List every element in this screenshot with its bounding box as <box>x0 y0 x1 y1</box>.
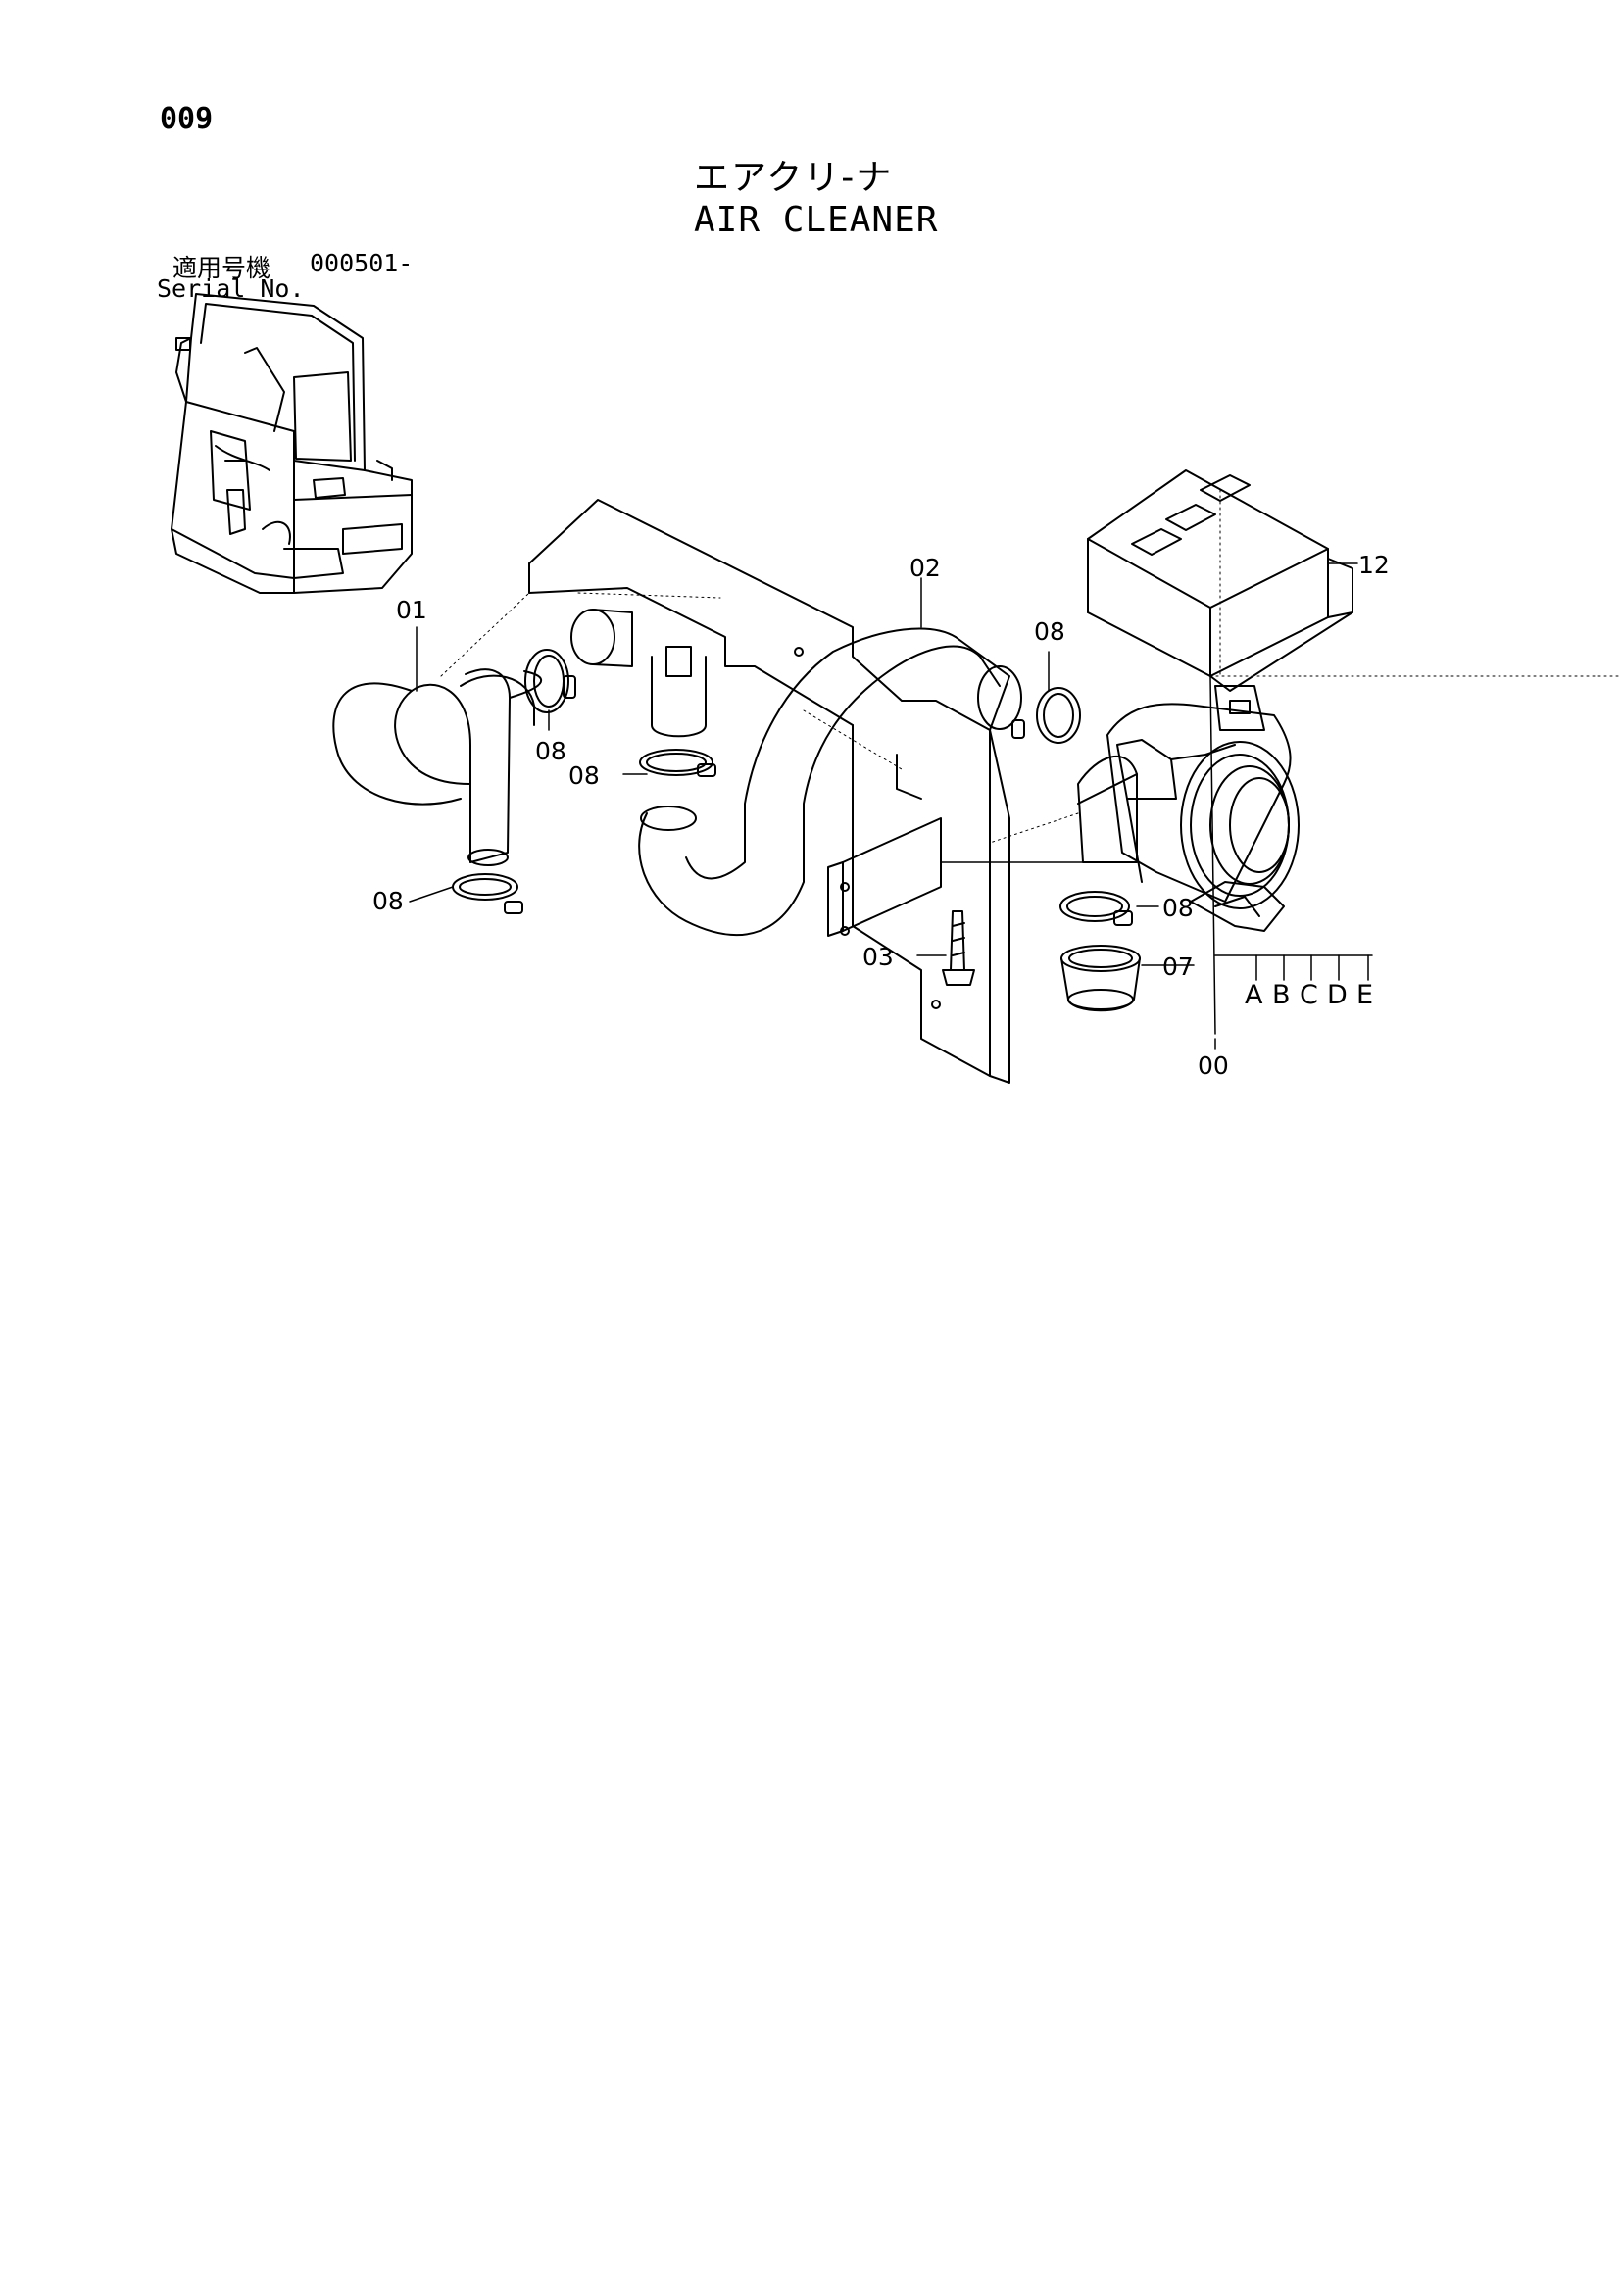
mounting-bracket <box>528 499 1010 1084</box>
callout-07: 07 <box>1162 953 1194 981</box>
page-number: 009 <box>160 102 214 136</box>
hose-clamp-lower-right <box>1059 891 1133 926</box>
serial-number-value: 000501- <box>310 249 414 277</box>
cover-12 <box>1087 469 1353 692</box>
hose-clamp-center <box>639 749 716 777</box>
bracket-outlet-pipe <box>651 646 707 738</box>
variant-label-e: E <box>1356 980 1374 1010</box>
serial-label-japanese: 適用号機 <box>172 254 271 282</box>
air-cleaner-assembly-00 <box>1077 685 1300 932</box>
callout-08-center: 08 <box>568 761 600 790</box>
bolt-03 <box>942 910 975 986</box>
dotted-guide-lines <box>440 489 1622 844</box>
variant-label-d: D <box>1327 980 1348 1010</box>
callout-01: 01 <box>396 596 427 624</box>
callout-12: 12 <box>1358 551 1390 579</box>
callout-08-lower-left: 08 <box>372 887 404 915</box>
variant-label-a: A <box>1245 980 1263 1010</box>
excavator-thumbnail-icon <box>171 293 413 594</box>
title-english: AIR CLEANER <box>694 200 939 240</box>
hose-01 <box>332 668 543 866</box>
hose-clamp-upper-right <box>1011 687 1081 744</box>
title-japanese: エアクリ-ナ <box>694 158 894 198</box>
intake-pipe <box>570 609 633 667</box>
variant-label-b: B <box>1272 980 1291 1010</box>
hose-clamp-upper-left <box>524 649 576 713</box>
variant-label-c: C <box>1300 980 1318 1010</box>
callout-08-upper-right: 08 <box>1034 617 1065 646</box>
callout-00: 00 <box>1198 1051 1229 1080</box>
callout-03: 03 <box>862 943 894 971</box>
dust-cup-07 <box>1060 945 1141 1012</box>
leader-lines <box>409 562 1373 1050</box>
callout-02: 02 <box>909 554 941 582</box>
hose-02 <box>638 627 1022 937</box>
callout-08-lower-right: 08 <box>1162 894 1194 922</box>
callout-08-upper-left: 08 <box>535 737 566 765</box>
hose-clamp-lower-left <box>452 873 523 914</box>
